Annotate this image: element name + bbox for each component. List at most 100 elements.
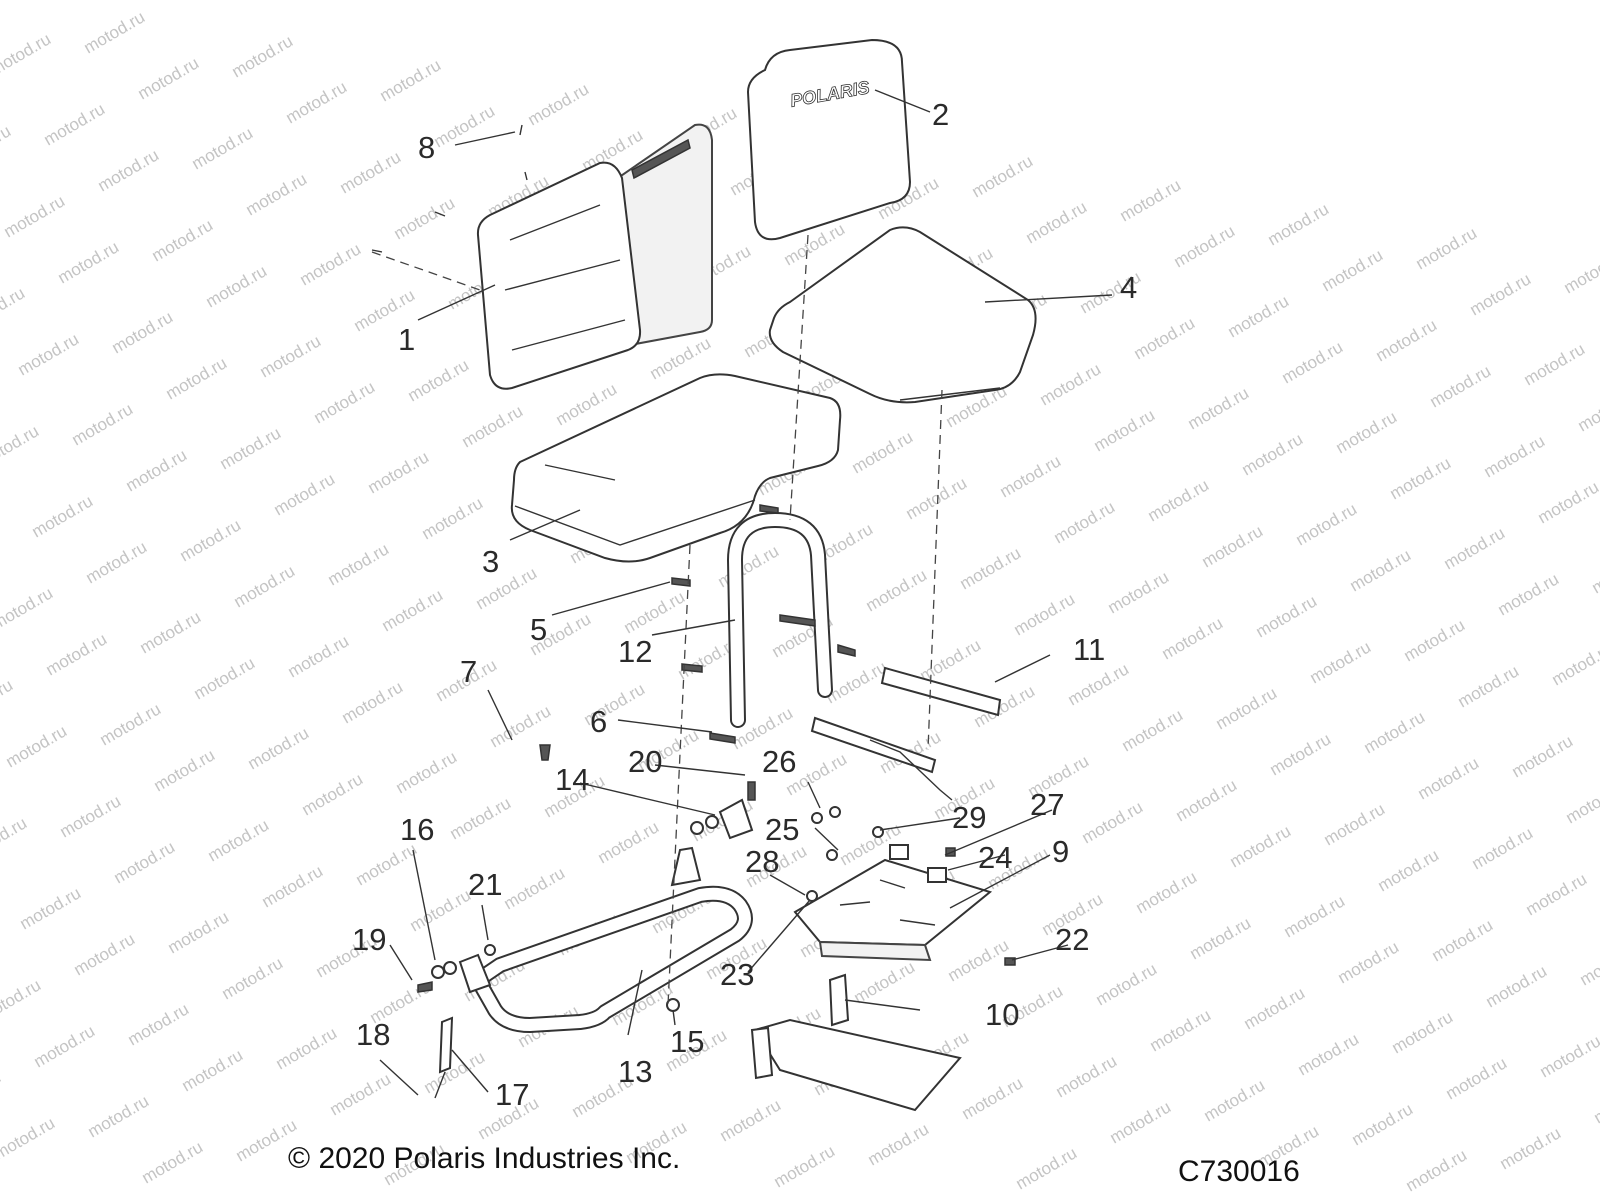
watermark-text: motod.ru xyxy=(259,861,327,911)
watermark-text: motod.ru xyxy=(501,863,569,913)
callout-12: 12 xyxy=(618,634,652,669)
callout-15: 15 xyxy=(670,1024,704,1059)
watermark-text: motod.ru xyxy=(325,539,393,589)
callout-25: 25 xyxy=(765,812,799,847)
part-mounting-plate xyxy=(793,858,993,962)
watermark-text: motod.ru xyxy=(95,145,163,195)
hardware-fasteners xyxy=(371,124,1016,1012)
watermark-text: motod.ru xyxy=(715,541,783,591)
watermark-text: motod.ru xyxy=(407,885,475,935)
watermark-text: motod.ru xyxy=(31,1021,99,1071)
watermark-text: motod.ru xyxy=(1199,521,1267,571)
figure-code: C730016 xyxy=(1178,1155,1300,1188)
watermark-text: motod.ru xyxy=(1373,315,1441,365)
watermark-text: motod.ru xyxy=(1253,591,1321,641)
watermark-text: motod.ru xyxy=(219,953,287,1003)
watermark-text: motod.ru xyxy=(1509,731,1577,781)
watermark-text: motod.ru xyxy=(299,769,367,819)
watermark-text: motod.ru xyxy=(1037,359,1105,409)
watermark-text: motod.ru xyxy=(1443,1053,1511,1103)
watermark-text: motod.ru xyxy=(945,935,1013,985)
watermark-text: motod.ru xyxy=(1147,1005,1215,1055)
watermark-text: motod.ru xyxy=(55,237,123,287)
watermark-text: motod.ru xyxy=(1521,339,1589,389)
watermark-text: motod.ru xyxy=(1013,1143,1081,1193)
watermark-text: motod.ru xyxy=(15,329,83,379)
watermark-text: motod.ru xyxy=(0,121,14,171)
watermark-text: motod.ru xyxy=(111,837,179,887)
watermark-text: motod.ru xyxy=(43,629,111,679)
part-lower-frame xyxy=(458,846,753,1033)
watermark-text: motod.ru xyxy=(431,101,499,151)
watermark-text: motod.ru xyxy=(1483,961,1551,1011)
watermark-text: motod.ru xyxy=(189,123,257,173)
callout-26: 26 xyxy=(762,744,796,779)
watermark-text: motod.ru xyxy=(1561,247,1600,297)
watermark-text: motod.ru xyxy=(1265,199,1333,249)
part-seat-cushion-front xyxy=(768,226,1037,404)
part-seat-support-hoop xyxy=(727,512,833,728)
callout-6: 6 xyxy=(590,704,607,739)
watermark-text: motod.ru xyxy=(865,1119,933,1169)
watermark-text: motod.ru xyxy=(231,561,299,611)
callout-19: 19 xyxy=(352,922,386,957)
callout-8: 8 xyxy=(418,130,435,165)
watermark-text: motod.ru xyxy=(1387,453,1455,503)
watermark-text: motod.ru xyxy=(0,421,42,471)
watermark-text: motod.ru xyxy=(771,1141,839,1191)
part-seat-slide-rails xyxy=(810,666,1002,801)
watermark-text: motod.ru xyxy=(327,1069,395,1119)
watermark-text: motod.ru xyxy=(0,29,54,79)
watermark-text: motod.ru xyxy=(377,55,445,105)
watermark-text: motod.ru xyxy=(1053,1051,1121,1101)
callout-17: 17 xyxy=(495,1077,529,1112)
watermark-text: motod.ru xyxy=(1415,753,1483,803)
part-seat-back-bench xyxy=(476,123,713,390)
watermark-text: motod.ru xyxy=(177,515,245,565)
watermark-text: motod.ru xyxy=(123,445,191,495)
callout-21: 21 xyxy=(468,867,502,902)
watermark-text: motod.ru xyxy=(1469,823,1537,873)
watermark-text: motod.ru xyxy=(311,377,379,427)
watermark-text: motod.ru xyxy=(83,537,151,587)
watermark-text: motod.ru xyxy=(393,747,461,797)
part-gas-strut xyxy=(434,1016,454,1099)
watermark-text: motod.ru xyxy=(245,723,313,773)
watermark-text: motod.ru xyxy=(203,261,271,311)
watermark-text: motod.ru xyxy=(297,239,365,289)
watermark-text: motod.ru xyxy=(1293,499,1361,549)
watermark-text: motod.ru xyxy=(0,583,56,633)
watermark-text: motod.ru xyxy=(1079,797,1147,847)
watermark-text: motod.ru xyxy=(1321,799,1389,849)
watermark-text: motod.ru xyxy=(137,607,205,657)
watermark-text: motod.ru xyxy=(1201,1075,1269,1125)
callout-1: 1 xyxy=(398,322,415,357)
watermark-text: motod.ru xyxy=(1023,197,1091,247)
watermark-text: motod.ru xyxy=(339,677,407,727)
callout-27: 27 xyxy=(1030,787,1064,822)
watermark-text: motod.ru xyxy=(391,193,459,243)
callout-9: 9 xyxy=(1052,834,1069,869)
watermark-text: motod.ru xyxy=(81,7,149,57)
assembly-lines xyxy=(371,234,943,1006)
watermark-text: motod.ru xyxy=(1225,291,1293,341)
watermark-text: motod.ru xyxy=(1227,821,1295,871)
callout-20: 20 xyxy=(628,744,662,779)
watermark-text: motod.ru xyxy=(419,493,487,543)
watermark-text: motod.ru xyxy=(97,699,165,749)
watermark-text: motod.ru xyxy=(823,657,891,707)
watermark-text: motod.ru xyxy=(139,1137,207,1187)
watermark-text: motod.ru xyxy=(1093,959,1161,1009)
watermark-text: motod.ru xyxy=(0,675,16,725)
watermark-text: motod.ru xyxy=(0,975,44,1025)
callout-5: 5 xyxy=(530,612,547,647)
watermark-text: motod.ru xyxy=(1281,891,1349,941)
watermark-text: motod.ru xyxy=(903,473,971,523)
watermark-text: motod.ru xyxy=(1119,705,1187,755)
watermark-text: motod.ru xyxy=(1563,777,1600,827)
watermark-text: motod.ru xyxy=(1455,661,1523,711)
watermark-text: motod.ru xyxy=(71,929,139,979)
watermark-text: motod.ru xyxy=(1497,1123,1565,1173)
watermark-text: motod.ru xyxy=(405,355,473,405)
